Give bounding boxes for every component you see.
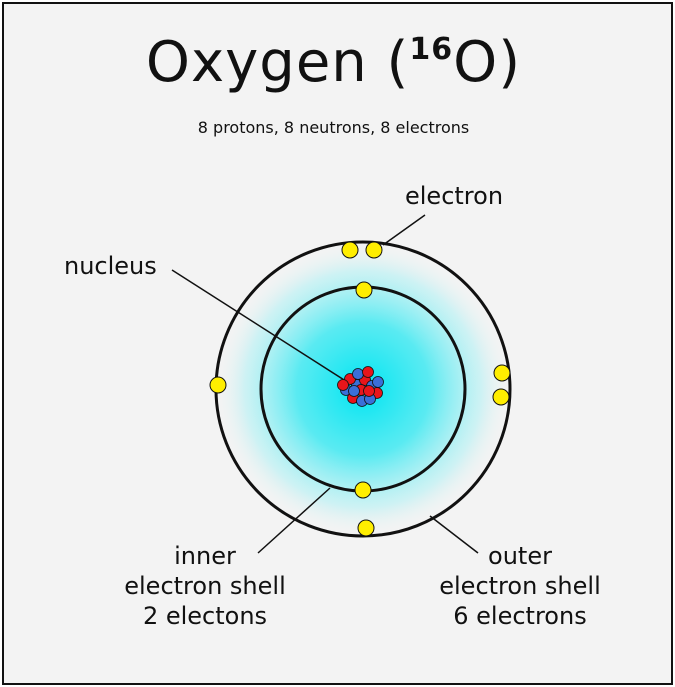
inner-shell-label: inner electron shell 2 electons [100, 541, 310, 631]
outer-shell-label-line1: outer [488, 542, 552, 570]
nucleus-label: nucleus [64, 252, 157, 280]
title-main: Oxygen ( [145, 30, 410, 95]
nucleus [337, 366, 384, 407]
title-superscript: 16 [409, 32, 454, 67]
title-end: O) [453, 30, 522, 95]
page-title: Oxygen (16O) [0, 30, 667, 95]
electron-pointer-line [382, 214, 426, 246]
inner-shell-pointer-line [257, 487, 331, 554]
outer-shell-pointer-line [429, 515, 479, 554]
outer-electron-6 [357, 519, 375, 537]
inner-shell-label-line3: 2 electons [142, 602, 268, 630]
inner-shell-label-line1: inner [174, 542, 236, 570]
electron-label: electron [405, 182, 504, 210]
inner-electron-1 [355, 281, 373, 299]
outer-shell-label: outer electron shell 6 electrons [415, 541, 625, 631]
outer-electron-5 [492, 388, 510, 406]
inner-shell-label-line2: electron shell [124, 572, 286, 600]
outer-shell-label-line2: electron shell [439, 572, 601, 600]
outer-electron-2 [365, 241, 383, 259]
outer-electron-3 [209, 376, 227, 394]
outer-shell-label-line3: 6 electrons [453, 602, 587, 630]
outer-electron-4 [493, 364, 511, 382]
subtitle: 8 protons, 8 neutrons, 8 electrons [197, 118, 470, 137]
outer-electron-1 [341, 241, 359, 259]
nucleus-pointer-line [171, 269, 353, 386]
inner-electron-2 [354, 481, 372, 499]
